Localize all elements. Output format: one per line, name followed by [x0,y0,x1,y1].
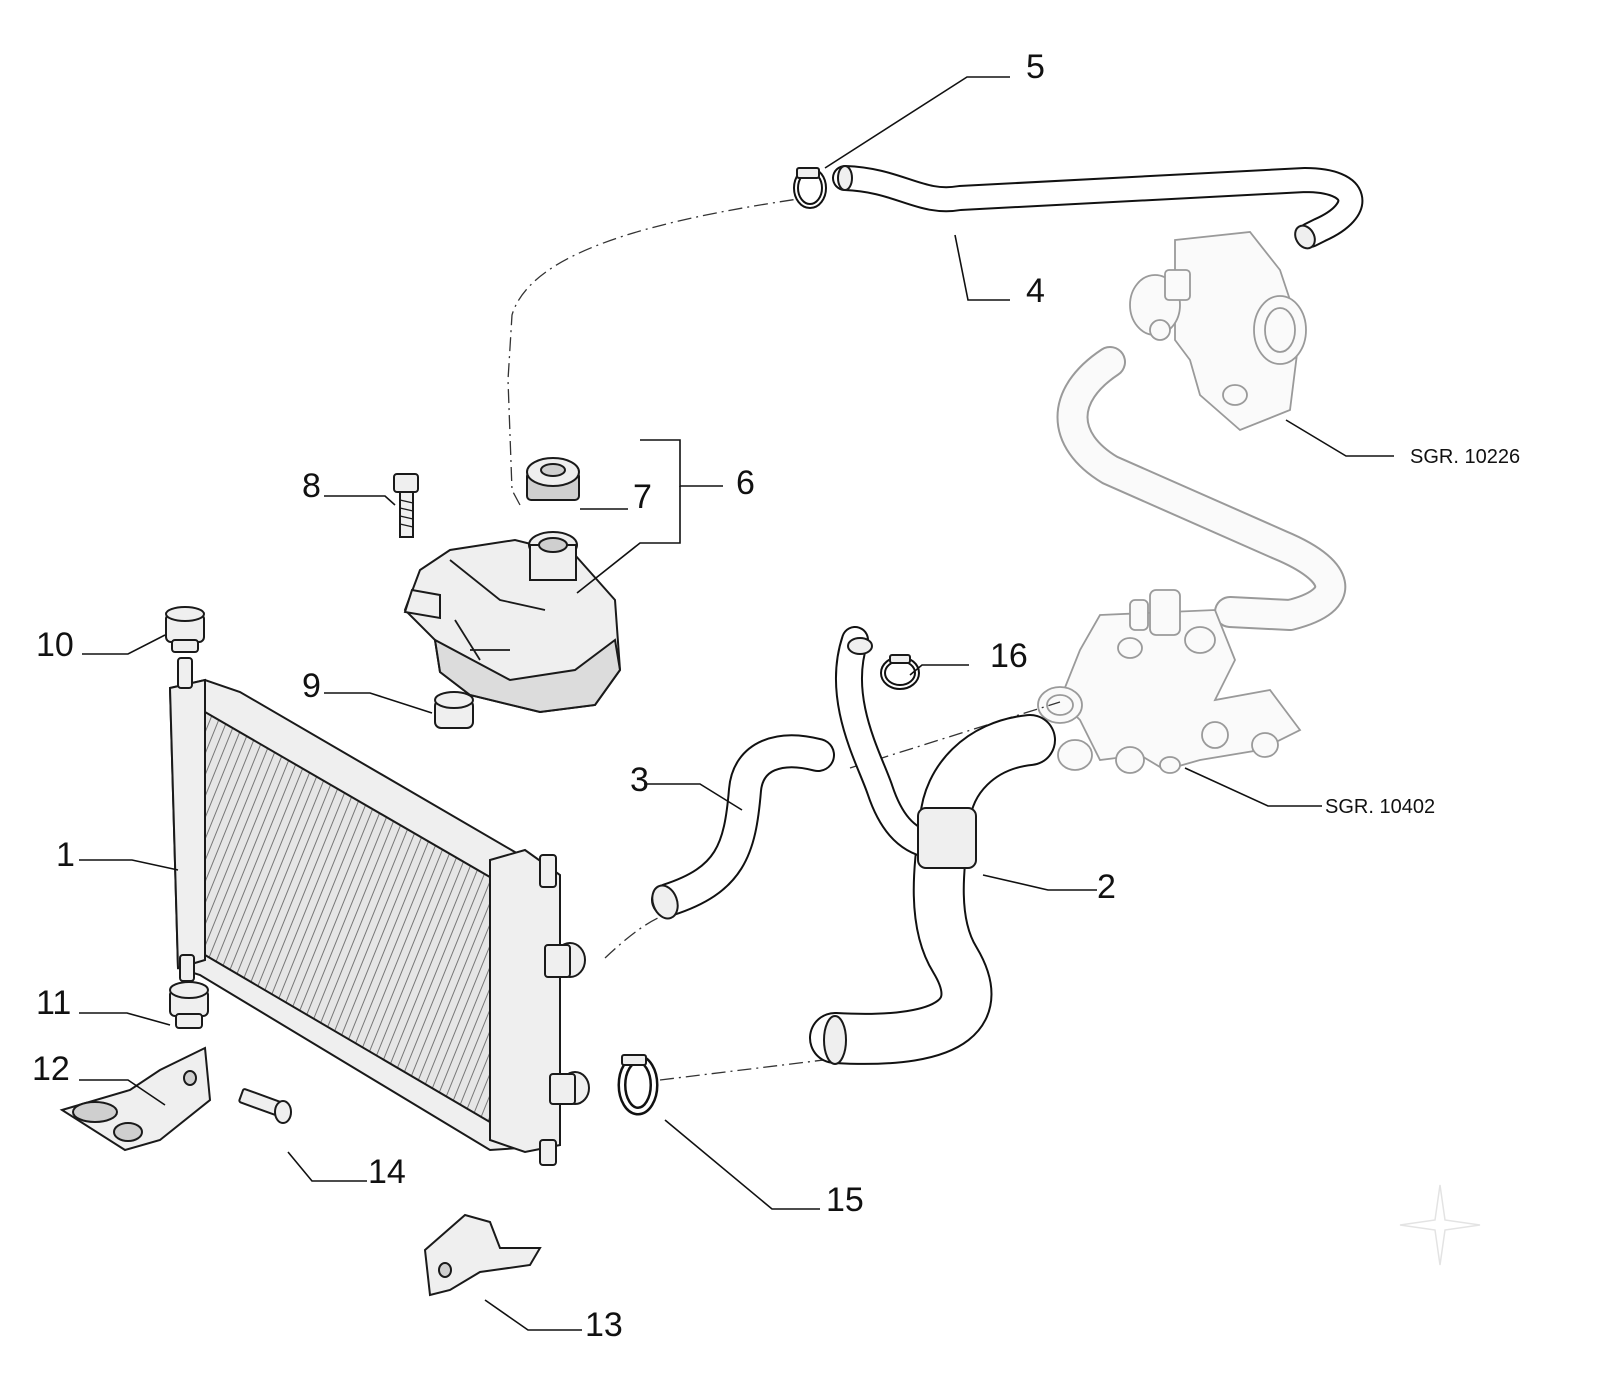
assembly-line-tank-to-clamp [507,197,806,506]
assembly-line-hose3-to-thermostat [849,701,1061,769]
hose-3[interactable] [648,734,835,922]
callout-16: 16 [990,637,1028,675]
expansion-tank-6[interactable] [403,531,622,714]
hose-clamp-5[interactable] [793,167,827,209]
bolt-8[interactable] [393,473,419,538]
callout-13: 13 [585,1306,623,1344]
grommet-9[interactable] [434,691,474,729]
filler-cap-7[interactable] [526,457,580,501]
callout-8: 8 [302,467,321,505]
callout-3: 3 [630,761,649,799]
assembly-line-clamp15-to-hose2 [659,1057,841,1081]
callout-4: 4 [1026,272,1045,310]
callout-10: 10 [36,626,74,664]
callout-14: 14 [368,1153,406,1191]
reference-label-throttle: SGR. 10226 [1410,446,1520,468]
reference-label-thermostat: SGR. 10402 [1325,796,1435,818]
callout-1: 1 [56,836,75,874]
hose-2[interactable] [809,626,1056,1065]
bracket-12[interactable] [59,1046,212,1152]
callout-6: 6 [736,464,755,502]
bushing-10[interactable] [165,606,205,653]
leader-lines [79,76,1394,1331]
hose-clamp-16[interactable] [880,654,920,690]
hose-4[interactable] [832,165,1364,252]
reference-hose-upper [1056,346,1347,631]
hose-clamp-15[interactable] [617,1054,659,1116]
rubber-mount-11[interactable] [169,981,209,1029]
callout-15: 15 [826,1181,864,1219]
callout-5: 5 [1026,48,1045,86]
callout-11: 11 [36,984,71,1022]
callout-9: 9 [302,667,321,705]
watermark-star-icon [1399,1184,1481,1266]
bolt-14[interactable] [238,1088,292,1124]
callout-7: 7 [633,478,652,516]
radiator-1[interactable] [168,657,590,1166]
callout-12: 12 [32,1050,70,1088]
callout-2: 2 [1097,868,1116,906]
bracket-13[interactable] [423,1213,542,1297]
thermostat-housing-assembly [1037,589,1302,774]
throttle-body-assembly [1129,231,1307,432]
